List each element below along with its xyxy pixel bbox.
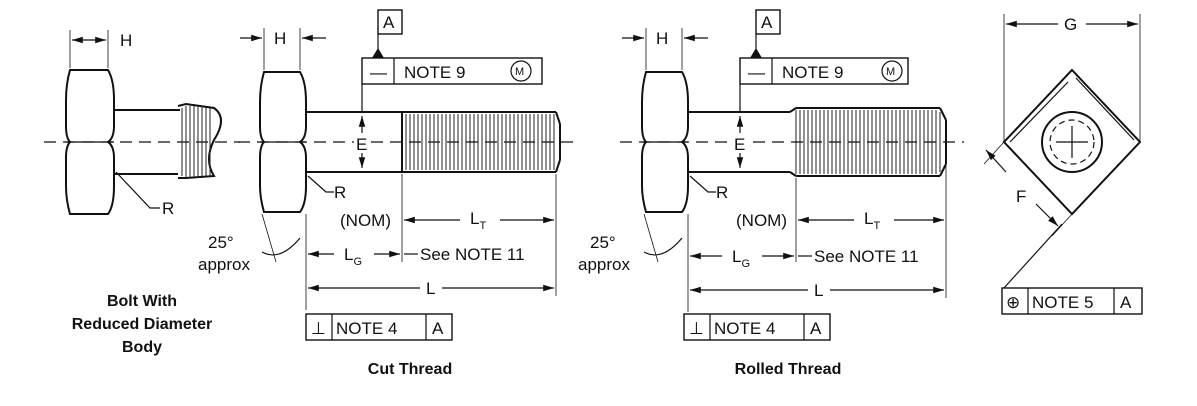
lg-label: LG (732, 247, 750, 270)
angle-label: 25° (590, 233, 616, 252)
note4-label: NOTE 4 (336, 319, 397, 338)
r-label: R (162, 199, 174, 218)
note9-label: NOTE 9 (782, 63, 843, 82)
h-label: H (656, 29, 668, 48)
r-label: R (716, 183, 728, 202)
caption-reduced-line3: Body (122, 339, 162, 356)
r-label: R (334, 183, 346, 202)
e-label: E (356, 135, 367, 154)
e-label: E (734, 135, 745, 154)
perp-symbol: ⊥ (311, 319, 326, 338)
caption-cut-thread: Cut Thread (368, 361, 452, 378)
caption-reduced-line1: Bolt With (107, 293, 177, 310)
note9-symbol: — (748, 63, 765, 82)
angle-label: 25° (208, 233, 234, 252)
rolled-thread-bolt-figure: H E A — NOTE 9 M R 25° approx (NOM) LT (578, 9, 964, 378)
f-label: F (1016, 187, 1026, 206)
note4-datum-label: A (432, 319, 444, 338)
note9-symbol: — (370, 63, 387, 82)
see-note11-label: See NOTE 11 (420, 245, 525, 264)
l-label: L (426, 279, 435, 298)
caption-reduced-line2: Reduced Diameter (72, 316, 213, 333)
l-label: L (814, 281, 823, 300)
cut-thread-hatching (405, 114, 555, 170)
note4-datum-label: A (810, 319, 822, 338)
lg-label: LG (344, 245, 362, 268)
position-symbol: ⊕ (1006, 293, 1020, 312)
square-head-end-view: G F ⊕ NOTE 5 A (983, 14, 1143, 315)
note5-label: NOTE 5 (1032, 293, 1093, 312)
g-label: G (1064, 15, 1077, 34)
lt-label: LT (864, 209, 880, 232)
datum-a-label: A (761, 13, 773, 32)
datum-a-label: A (383, 13, 395, 32)
note9-label: NOTE 9 (404, 63, 465, 82)
h-label: H (120, 31, 132, 50)
h-label: H (274, 29, 286, 48)
perp-symbol: ⊥ (689, 319, 704, 338)
modifier-m-label: M (515, 66, 524, 78)
approx-label: approx (578, 255, 630, 274)
modifier-m-label: M (886, 66, 895, 78)
note5-datum-label: A (1120, 293, 1132, 312)
note4-label: NOTE 4 (714, 319, 775, 338)
approx-label: approx (198, 255, 250, 274)
reduced-body-bolt-figure: H R Bolt With Reduced Diameter Body (44, 30, 240, 356)
cut-thread-bolt-figure: H E A — NOTE 9 M R 25° approx (NOM) LT (198, 9, 580, 378)
caption-rolled-thread: Rolled Thread (735, 361, 842, 378)
nom-label: (NOM) (736, 211, 787, 230)
nom-label: (NOM) (340, 211, 391, 230)
see-note11-label: See NOTE 11 (814, 247, 919, 266)
lt-label: LT (470, 209, 486, 232)
